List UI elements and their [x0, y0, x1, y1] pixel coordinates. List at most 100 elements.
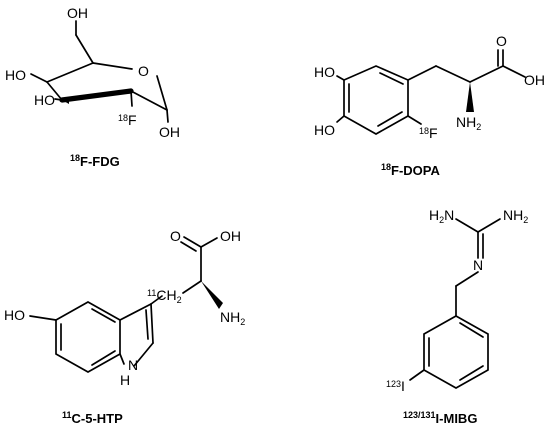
htp-wedge: [201, 281, 223, 309]
dopa-amine-symbol: NH: [456, 114, 476, 130]
dopa-caption-isotope: 18: [381, 162, 391, 172]
dopa-amine: NH2: [456, 114, 481, 132]
htp-oh: OH: [220, 228, 241, 244]
fdg-bond: [46, 81, 63, 101]
mibg-caption-isotope: 123/131: [403, 410, 436, 420]
dopa-caption-name: F-DOPA: [391, 163, 440, 178]
htp-caption: 11C-5-HTP: [62, 410, 123, 426]
htp-methylene-symbol: CH: [156, 287, 176, 303]
mibg-amine-right-symbol: NH: [503, 207, 523, 223]
fdg-bond: [156, 75, 168, 111]
htp-double-bond: [91, 350, 116, 366]
fdg-oh-bottom: OH: [159, 124, 180, 140]
htp-caption-name: C-5-HTP: [72, 411, 124, 426]
fdg-ring-oxygen: O: [138, 63, 149, 79]
mibg-bond: [455, 218, 479, 233]
fdg-bond: [54, 98, 63, 101]
mibg-amine-left-h: H: [429, 207, 439, 223]
dopa-ho-top: HO: [314, 64, 335, 80]
htp-benzene-ring: [55, 301, 121, 373]
mibg-double-bond: [459, 322, 484, 338]
dopa-structure: HO HO O OH NH2 18F: [314, 33, 545, 141]
dopa-oh: OH: [524, 72, 545, 88]
mibg-iodine-symbol: I: [401, 378, 405, 394]
htp-bond: [183, 236, 202, 248]
dopa-fluorine: 18F: [419, 125, 438, 141]
htp-bond: [119, 353, 125, 365]
fdg-fluorine: 18F: [118, 112, 137, 128]
mibg-bond: [477, 218, 501, 233]
mibg-imine-nitrogen: N: [473, 257, 483, 273]
htp-methylene-subscript: 2: [177, 295, 182, 305]
dopa-wedge: [466, 82, 474, 112]
dopa-bond: [336, 115, 345, 123]
mibg-amine-left: H2N: [429, 207, 454, 225]
htp-amine-symbol: NH: [220, 309, 240, 325]
fdg-bold-bond: [59, 88, 134, 103]
htp-bond: [150, 295, 163, 305]
fdg-caption-isotope: 18: [70, 153, 80, 163]
mibg-amine-right-subscript: 2: [523, 215, 528, 225]
fdg-oh-top: OH: [67, 5, 88, 21]
dopa-bond: [469, 65, 504, 83]
htp-amine: NH2: [220, 309, 245, 327]
htp-bond: [150, 303, 154, 344]
fdg-bond: [130, 90, 168, 111]
mibg-caption: 123/131I-MIBG: [403, 410, 477, 426]
mibg-amine-left-n: N: [444, 207, 454, 223]
fdg-caption: 18F-FDG: [70, 153, 120, 169]
htp-methylene-isotope: 11: [147, 288, 156, 298]
dopa-double-bond: [377, 111, 403, 127]
mibg-benzene-ring: [423, 315, 489, 389]
htp-bond: [29, 315, 57, 321]
htp-double-bond: [91, 308, 116, 323]
fdg-fluorine-isotope: 18: [118, 113, 128, 123]
htp-methylene: 11CH2: [147, 287, 182, 305]
mibg-iodine: 123I: [386, 378, 405, 394]
fdg-bond: [92, 62, 133, 70]
dopa-bond: [336, 75, 345, 81]
htp-double-bond: [180, 241, 197, 252]
fdg-ho-lower: HO: [34, 92, 55, 108]
htp-caption-isotope: 11: [62, 410, 72, 420]
dopa-bond: [435, 65, 471, 83]
dopa-benzene-ring: [343, 65, 409, 135]
htp-bond: [119, 303, 152, 321]
htp-double-bond: [145, 309, 149, 340]
dopa-amine-subscript: 2: [476, 122, 481, 132]
mibg-double-bond: [459, 365, 484, 381]
fdg-bond: [75, 34, 94, 64]
htp-bond: [200, 237, 218, 248]
mibg-caption-name: I-MIBG: [436, 411, 478, 426]
fdg-wedge: [62, 97, 69, 104]
fdg-bond: [166, 109, 169, 123]
fdg-bond: [30, 73, 48, 83]
htp-indole-hydrogen: H: [120, 372, 130, 388]
fdg-caption-name: F-FDG: [80, 154, 120, 169]
dopa-ho-bottom: HO: [314, 122, 335, 138]
fdg-bond: [130, 90, 133, 107]
dopa-bond: [407, 115, 422, 125]
htp-ho: HO: [4, 307, 25, 323]
dopa-fluorine-symbol: F: [429, 125, 438, 141]
htp-indole-nitrogen: N: [128, 357, 138, 373]
dopa-caption: 18F-DOPA: [381, 162, 440, 178]
dopa-bond: [407, 65, 437, 81]
htp-bond: [182, 280, 202, 294]
mibg-amine-right: NH2: [503, 207, 528, 225]
fdg-fluorine-symbol: F: [128, 112, 137, 128]
htp-amine-subscript: 2: [240, 317, 245, 327]
htp-carbonyl-oxygen: O: [170, 228, 181, 244]
fdg-bond: [46, 62, 94, 83]
dopa-double-bond: [379, 72, 404, 85]
dopa-carbonyl-oxygen: O: [496, 33, 507, 49]
htp-structure: O OH 11CH2 NH2 HO N H: [4, 228, 245, 388]
mibg-iodine-isotope: 123: [386, 379, 401, 389]
fdg-structure: OH HO HO O 18F OH: [5, 5, 180, 140]
mibg-bond: [455, 271, 479, 287]
htp-bond: [133, 342, 154, 367]
fdg-ho-left: HO: [5, 67, 26, 83]
mibg-bond: [409, 369, 425, 381]
